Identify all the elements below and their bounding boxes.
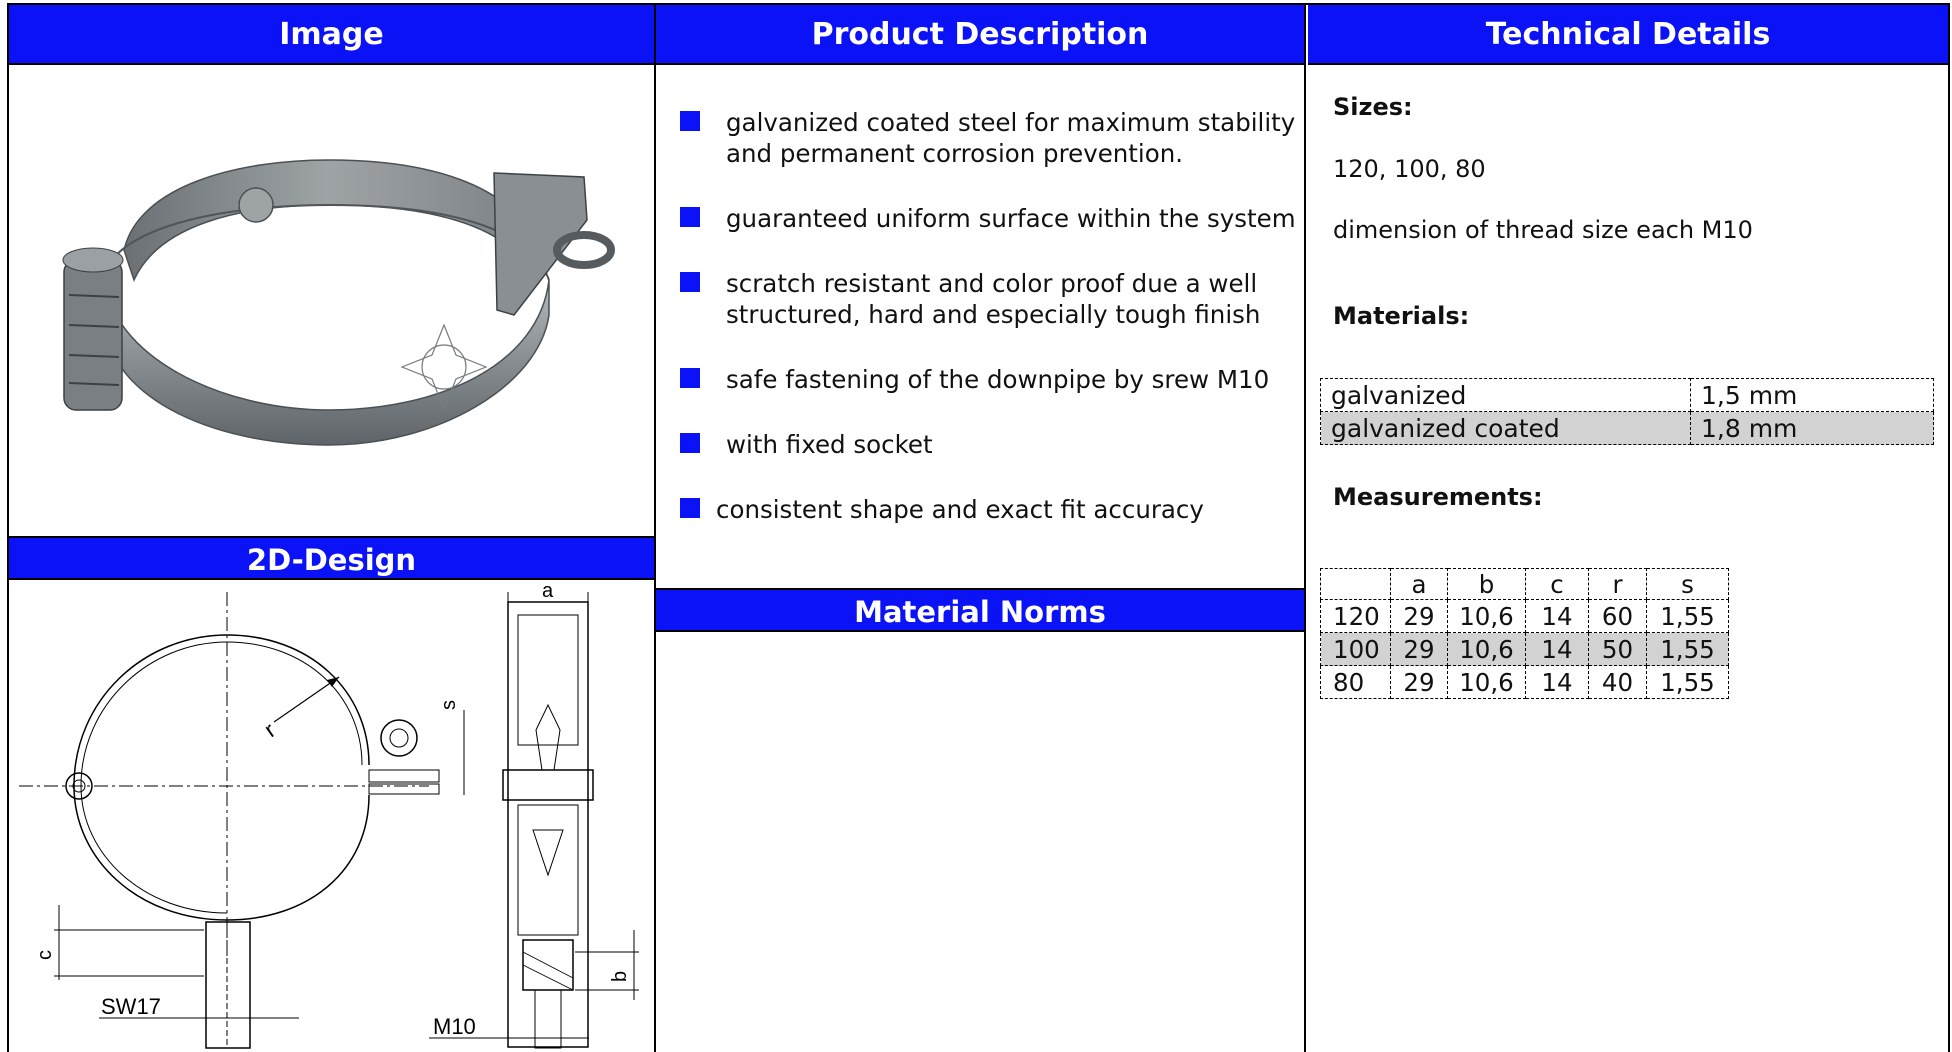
materials-table: galvanized 1,5 mm galvanized coated 1,8 … <box>1320 378 1934 445</box>
measurements-table: a b c r s 120 29 10,6 14 60 1,55 100 29 … <box>1320 568 1729 699</box>
material-name: galvanized <box>1320 378 1691 412</box>
table-cell: 29 <box>1390 599 1448 633</box>
table-cell: 50 <box>1588 632 1647 666</box>
column-header <box>1320 568 1391 600</box>
description-column: Product Description galvanized coated st… <box>656 5 1306 1052</box>
technical-header: Technical Details <box>1308 5 1948 65</box>
feature-list: galvanized coated steel for maximum stab… <box>656 65 1304 588</box>
design-header: 2D-Design <box>9 536 654 580</box>
feature-line: structured, hard and especially tough fi… <box>726 300 1261 329</box>
table-cell: 40 <box>1588 665 1647 699</box>
technical-details: Sizes: 120, 100, 80 dimension of thread … <box>1308 65 1948 511</box>
feature-line: guaranteed uniform surface within the sy… <box>726 204 1296 233</box>
dim-label-b: b <box>609 971 631 982</box>
dim-label-m: M10 <box>433 1014 476 1039</box>
column-header: r <box>1588 568 1647 600</box>
table-row: 100 29 10,6 14 50 1,55 <box>1320 632 1729 666</box>
dim-label-a: a <box>542 580 554 602</box>
table-cell: 10,6 <box>1447 665 1526 699</box>
feature-line: galvanized coated steel for maximum stab… <box>726 108 1296 137</box>
table-cell: 14 <box>1525 665 1589 699</box>
column-header: s <box>1646 568 1729 600</box>
bullet-square-icon <box>680 368 700 388</box>
technical-column: Technical Details Sizes: 120, 100, 80 di… <box>1308 5 1948 1052</box>
feature-item: with fixed socket <box>680 429 1304 460</box>
dim-label-sw: SW17 <box>101 994 161 1019</box>
feature-line: and permanent corrosion prevention. <box>726 139 1184 168</box>
feature-item: safe fastening of the downpipe by srew M… <box>680 364 1304 395</box>
dim-label-r: r <box>260 717 280 742</box>
feature-line: consistent shape and exact fit accuracy <box>716 495 1204 524</box>
table-cell: 1,55 <box>1646 665 1729 699</box>
table-cell: 29 <box>1390 632 1448 666</box>
table-cell: 10,6 <box>1447 632 1526 666</box>
feature-line: with fixed socket <box>726 430 933 459</box>
column-header: c <box>1525 568 1589 600</box>
bullet-square-icon <box>680 272 700 292</box>
sizes-label: Sizes: <box>1333 93 1413 121</box>
bullet-square-icon <box>680 498 700 518</box>
feature-item: scratch resistant and color proof due a … <box>680 268 1304 330</box>
table-header-row: a b c r s <box>1320 568 1729 600</box>
table-row: galvanized coated 1,8 mm <box>1320 411 1934 445</box>
table-row: galvanized 1,5 mm <box>1320 378 1934 412</box>
bullet-square-icon <box>680 207 700 227</box>
image-column: Image <box>9 5 656 1052</box>
product-image <box>9 65 654 536</box>
table-cell: 80 <box>1320 665 1391 699</box>
thread-note: dimension of thread size each M10 <box>1333 216 1753 244</box>
pipe-clamp-rendering <box>62 159 615 446</box>
feature-item: galvanized coated steel for maximum stab… <box>680 107 1304 169</box>
image-header: Image <box>9 5 654 65</box>
material-thickness: 1,5 mm <box>1690 378 1934 412</box>
column-header: a <box>1390 568 1448 600</box>
clamp-2d-drawing: r s c SW17 <box>19 580 639 1049</box>
table-cell: 1,55 <box>1646 632 1729 666</box>
material-thickness: 1,8 mm <box>1690 411 1934 445</box>
table-cell: 29 <box>1390 665 1448 699</box>
technical-drawing: r s c SW17 <box>9 580 654 1052</box>
feature-item: consistent shape and exact fit accuracy <box>680 494 1304 525</box>
table-row: 120 29 10,6 14 60 1,55 <box>1320 599 1729 633</box>
column-header: b <box>1447 568 1526 600</box>
feature-line: scratch resistant and color proof due a … <box>726 269 1258 298</box>
norms-header: Material Norms <box>656 588 1304 632</box>
bullet-square-icon <box>680 433 700 453</box>
table-cell: 100 <box>1320 632 1391 666</box>
table-cell: 1,55 <box>1646 599 1729 633</box>
material-name: galvanized coated <box>1320 411 1691 445</box>
table-cell: 14 <box>1525 632 1589 666</box>
table-cell: 60 <box>1588 599 1647 633</box>
feature-line: safe fastening of the downpipe by srew M… <box>726 365 1270 394</box>
measurements-label: Measurements: <box>1333 483 1543 511</box>
table-cell: 10,6 <box>1447 599 1526 633</box>
table-cell: 120 <box>1320 599 1391 633</box>
description-header: Product Description <box>656 5 1304 65</box>
dim-label-s: s <box>438 700 460 710</box>
datasheet-frame: Image <box>7 3 1950 1052</box>
table-cell: 14 <box>1525 599 1589 633</box>
bullet-square-icon <box>680 111 700 131</box>
sizes-value: 120, 100, 80 <box>1333 155 1486 183</box>
dim-label-c: c <box>34 950 56 960</box>
materials-label: Materials: <box>1333 302 1470 330</box>
table-row: 80 29 10,6 14 40 1,55 <box>1320 665 1729 699</box>
feature-item: guaranteed uniform surface within the sy… <box>680 203 1304 234</box>
